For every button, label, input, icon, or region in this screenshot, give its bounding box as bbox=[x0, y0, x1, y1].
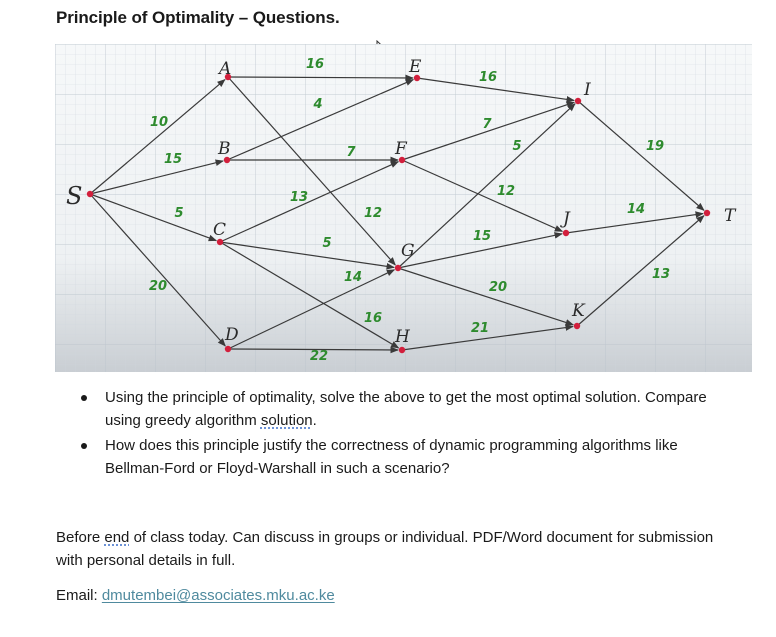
question-item-1: Using the principle of optimality, solve… bbox=[80, 386, 720, 432]
node-S bbox=[86, 190, 94, 198]
edge-weight-C-F: 13 bbox=[290, 190, 308, 205]
edge-K-T bbox=[576, 215, 705, 327]
grammar-underlined-word: end bbox=[104, 529, 130, 546]
email-link[interactable]: dmutembei@associates.mku.ac.ke bbox=[101, 587, 335, 604]
edge-G-K bbox=[397, 267, 574, 326]
question-text-end: . bbox=[312, 412, 317, 429]
node-label-C: C bbox=[213, 220, 226, 240]
edge-weight-S-B: 15 bbox=[164, 152, 182, 167]
nodes-layer: S A B C D E F G H I J K T bbox=[66, 57, 737, 354]
edge-weight-G-I: 5 bbox=[512, 139, 521, 154]
edge-J-T bbox=[565, 211, 704, 234]
edge-B-E bbox=[226, 79, 415, 161]
question-text: How does this principle justify the corr… bbox=[105, 437, 678, 477]
document-title: Principle of Optimality – Questions. bbox=[56, 8, 340, 27]
edge-weight-I-T: 19 bbox=[646, 139, 664, 154]
instructions-text: Before bbox=[56, 529, 105, 546]
edge-S-C bbox=[89, 193, 218, 242]
node-label-T: T bbox=[724, 206, 737, 226]
edge-S-D bbox=[89, 193, 226, 347]
node-A bbox=[224, 73, 232, 81]
edge-A-E bbox=[227, 74, 414, 82]
edge-weight-E-I: 16 bbox=[479, 70, 497, 85]
edge-weight-J-T: 14 bbox=[627, 202, 645, 217]
edge-A-G bbox=[227, 76, 396, 266]
node-label-E: E bbox=[408, 57, 422, 77]
node-K bbox=[573, 322, 581, 330]
edge-weight-B-E: 4 bbox=[312, 97, 322, 112]
node-E bbox=[413, 74, 421, 82]
graph-paper-grid bbox=[55, 44, 752, 372]
edge-G-J bbox=[397, 232, 563, 269]
node-label-H: H bbox=[394, 327, 411, 347]
edge-weight-S-D: 20 bbox=[149, 279, 167, 294]
node-F bbox=[398, 156, 406, 164]
edge-weight-K-T: 13 bbox=[652, 267, 670, 282]
edge-weight-C-G: 5 bbox=[322, 236, 331, 251]
edge-F-J bbox=[401, 159, 564, 232]
node-label-K: K bbox=[571, 301, 586, 321]
node-label-B: B bbox=[217, 139, 231, 159]
node-G bbox=[394, 264, 402, 272]
edge-E-I bbox=[416, 77, 575, 103]
node-I bbox=[574, 97, 582, 105]
edge-D-H bbox=[227, 346, 399, 354]
edge-C-H bbox=[219, 241, 400, 349]
email-label: Email: bbox=[56, 587, 102, 604]
bullet-icon bbox=[81, 395, 87, 401]
edge-weight-A-G: 12 bbox=[364, 206, 382, 221]
edge-weight-C-H: 16 bbox=[364, 311, 382, 326]
node-H bbox=[398, 346, 406, 354]
node-C bbox=[216, 238, 224, 246]
node-label-S: S bbox=[66, 182, 82, 210]
edge-weight-F-J: 12 bbox=[497, 184, 515, 199]
edge-weight-D-G: 14 bbox=[344, 270, 362, 285]
node-label-I: I bbox=[583, 80, 591, 100]
edge-weight-D-H: 22 bbox=[310, 349, 328, 364]
edge-weight-H-K: 21 bbox=[471, 321, 489, 336]
node-label-G: G bbox=[401, 241, 415, 261]
edge-C-G bbox=[219, 241, 395, 270]
node-T bbox=[703, 209, 711, 217]
email-paragraph: Email: dmutembei@associates.mku.ac.ke bbox=[56, 584, 736, 607]
weighted-directed-graph: 10 15 5 20 16 12 4 7 13 5 16 14 22 16 7 12 5 15 20 21 19 14 13… bbox=[55, 44, 752, 372]
edge-I-T bbox=[577, 100, 705, 211]
question-item-2: How does this principle justify the corr… bbox=[80, 434, 720, 480]
node-label-J: J bbox=[560, 209, 571, 229]
edge-weight-G-J: 15 bbox=[473, 229, 491, 244]
edge-D-G bbox=[227, 269, 396, 350]
edge-H-K bbox=[401, 324, 574, 351]
edge-weight-F-I: 7 bbox=[482, 117, 492, 132]
question-text: Using the principle of optimality, solve… bbox=[105, 389, 707, 429]
edge-weight-S-C: 5 bbox=[174, 206, 183, 221]
edge-S-B bbox=[89, 159, 224, 195]
edge-S-A bbox=[89, 79, 226, 195]
bullet-icon bbox=[81, 443, 87, 449]
node-label-D: D bbox=[224, 325, 239, 345]
instructions-paragraph: Before end of class today. Can discuss i… bbox=[56, 526, 736, 572]
node-J bbox=[562, 229, 570, 237]
edge-G-I bbox=[397, 103, 576, 269]
edge-weight-G-K: 20 bbox=[489, 280, 507, 295]
edge-weight-B-F: 7 bbox=[346, 145, 356, 160]
edge-C-F bbox=[219, 161, 400, 243]
edge-weight-S-A: 10 bbox=[150, 115, 168, 130]
node-label-A: A bbox=[217, 59, 231, 79]
node-D bbox=[224, 345, 232, 353]
node-label-F: F bbox=[394, 139, 408, 159]
spelling-underlined-word: solution bbox=[260, 412, 313, 429]
weights-layer: 10 15 5 20 16 12 4 7 13 5 16 14 22 16 7 12 5 15 20 21 19 14 13 bbox=[149, 57, 670, 364]
node-B bbox=[223, 156, 231, 164]
question-list: Using the principle of optimality, solve… bbox=[80, 386, 720, 482]
edges-layer bbox=[89, 74, 705, 354]
edge-F-I bbox=[401, 101, 576, 161]
instructions-text-end: of class today. Can discuss in groups or… bbox=[56, 529, 714, 569]
graph-figure: 10 15 5 20 16 12 4 7 13 5 16 14 22 16 7 12 5 15 20 21 19 14 13… bbox=[55, 44, 752, 372]
edge-weight-A-E: 16 bbox=[306, 57, 324, 72]
